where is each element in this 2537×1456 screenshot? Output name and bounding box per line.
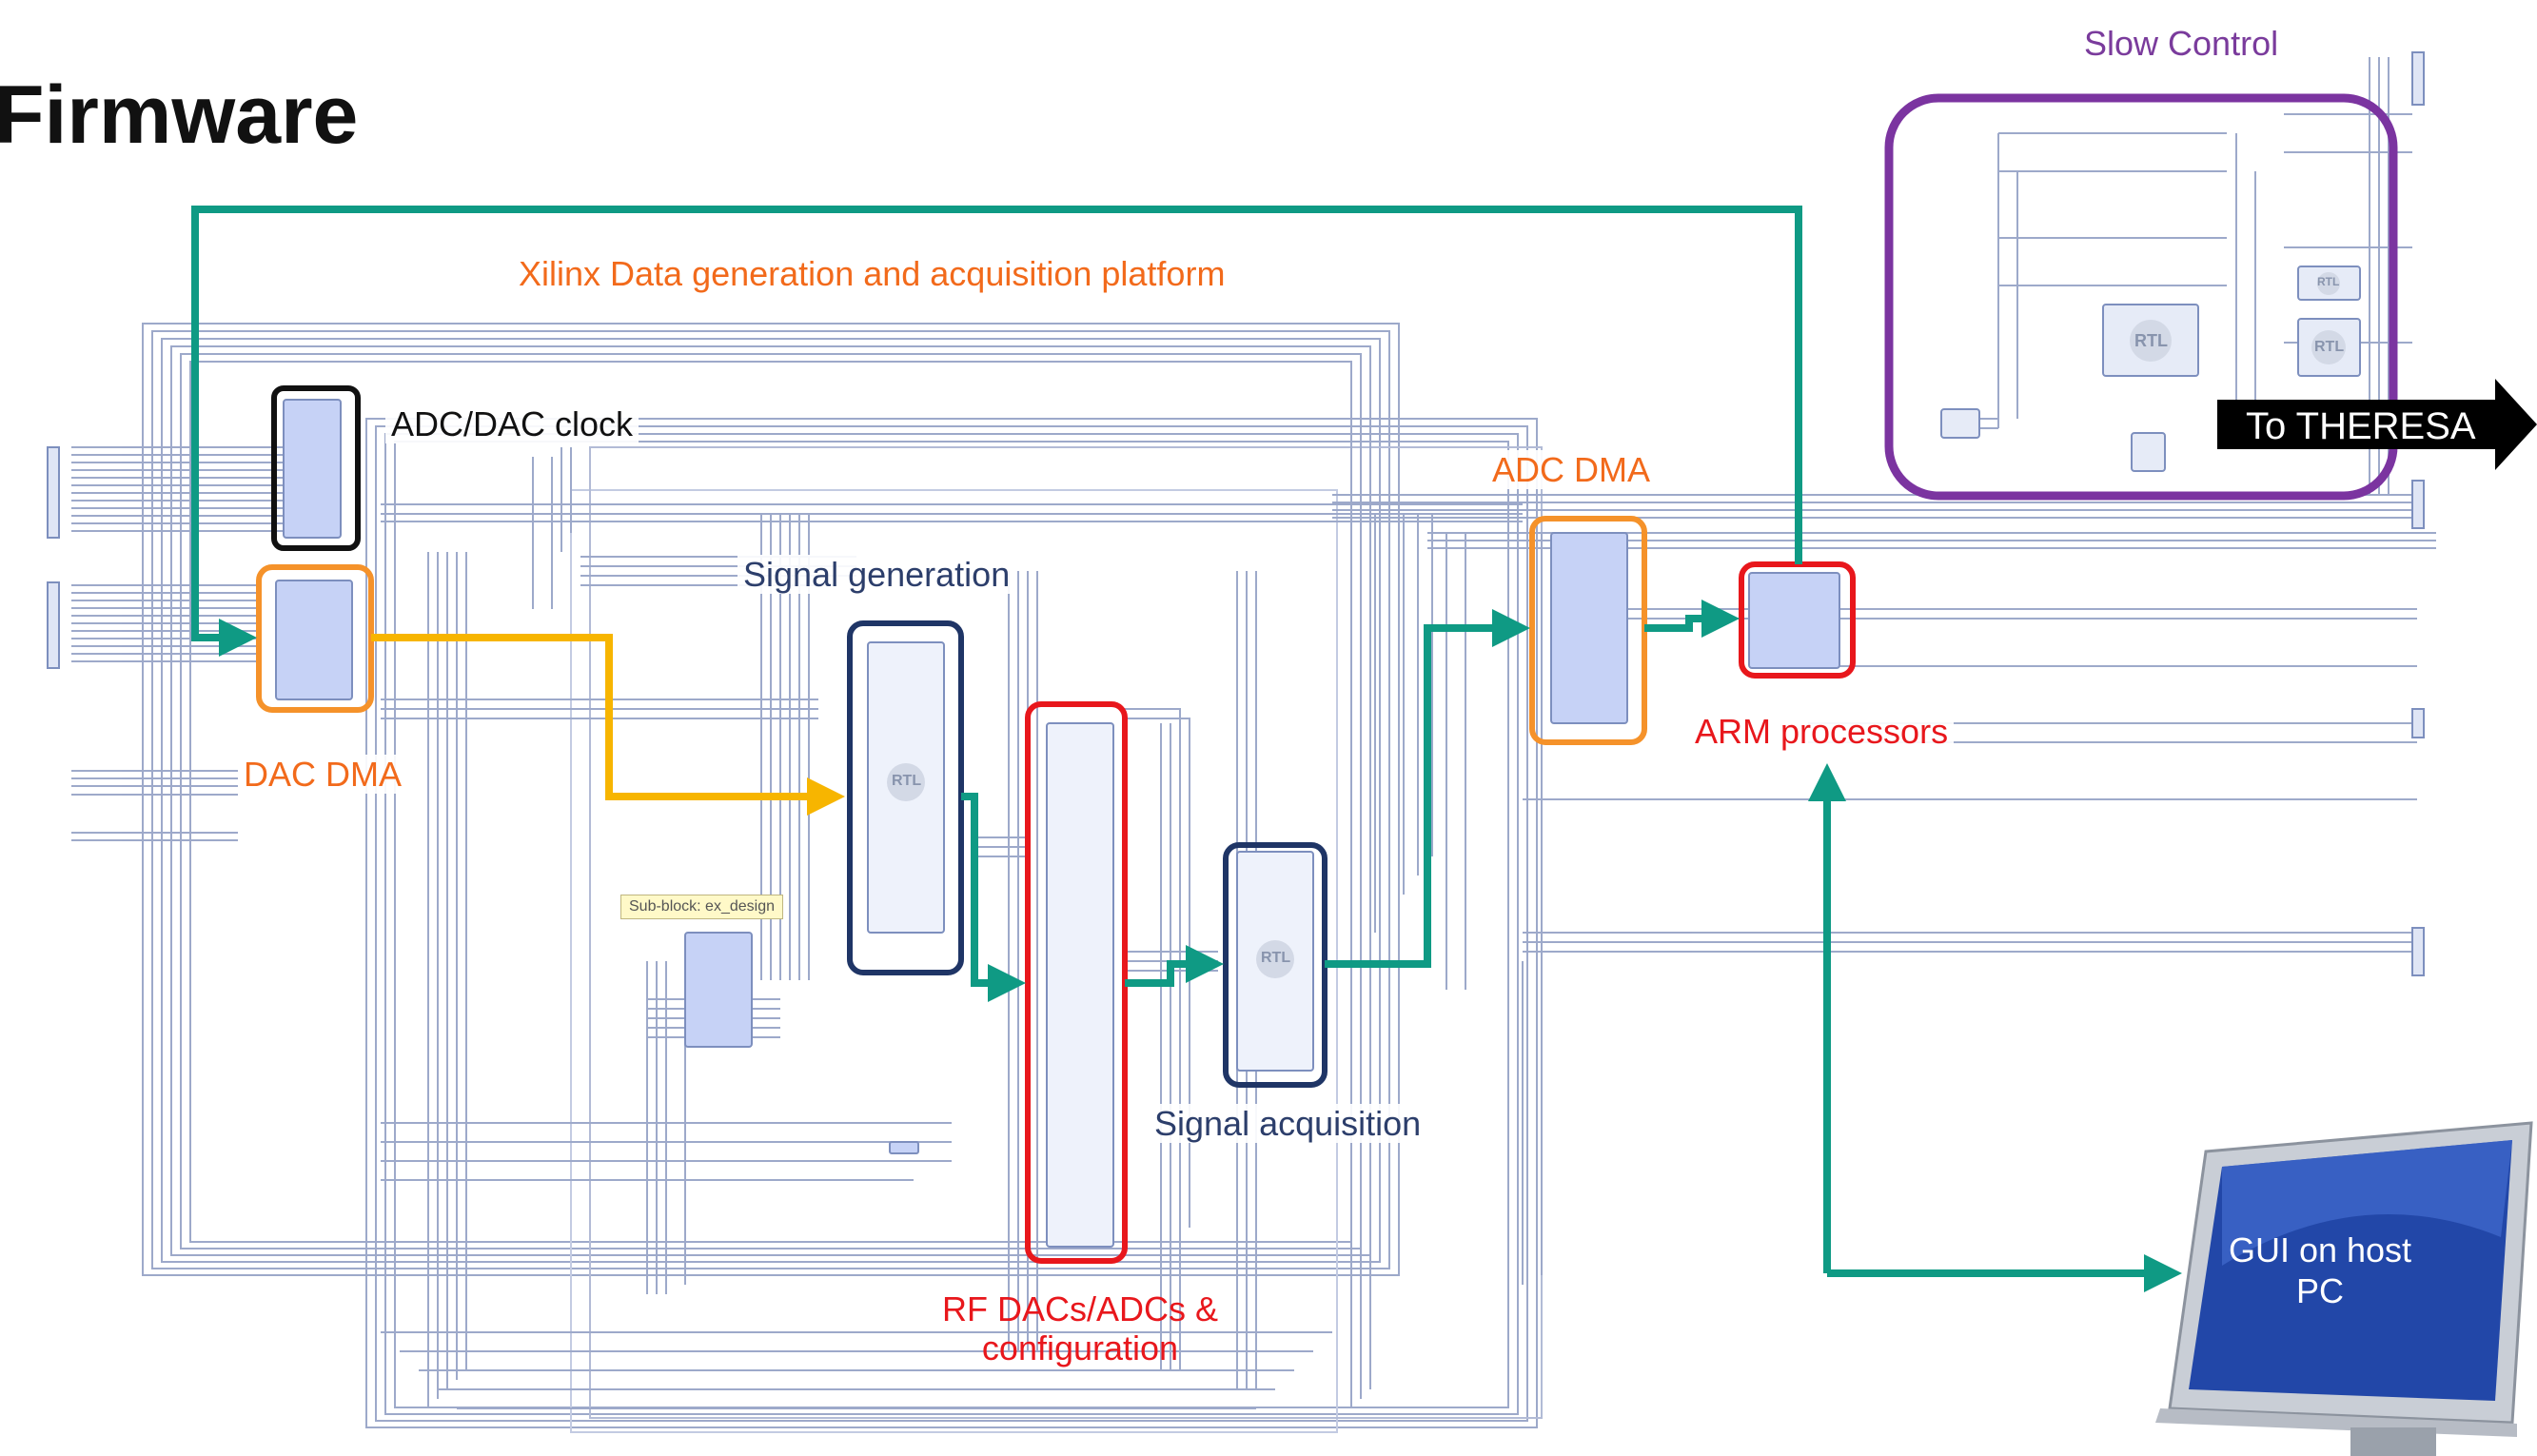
rf-dacs-adcs-label-line1: RF DACs/ADCs & [937,1289,1223,1328]
to-theresa-label: To THERESA [2227,402,2512,451]
slow-control-input-block[interactable] [1941,409,1979,438]
rtl-label-slow-control-1: RTL [2317,276,2339,289]
rtl-label-signal-generation: RTL [892,773,921,790]
dac-dma-to-signal-generation-arrow [371,638,837,797]
rf-data-converter-block[interactable] [1047,723,1113,1247]
signal-acquisition-to-adc-dma-arrow [1325,628,1523,964]
gui-host-pc-label: GUI on host PC [2206,1230,2434,1311]
rtl-label-signal-acquisition: RTL [1261,950,1290,967]
adc-dma-label: ADC DMA [1486,450,1656,489]
rf-dacs-adcs-label-line2: configuration [937,1328,1223,1367]
arm-processors-label: ARM processors [1689,712,1954,751]
slow-control-small-block[interactable] [2132,433,2165,471]
page-title: Firmware [0,69,358,163]
sub-block-tooltip: Sub-block: ex_design [620,895,783,919]
slow-control-label: Slow Control [2084,24,2278,63]
platform-label: Xilinx Data generation and acquisition p… [519,254,1225,293]
rf-to-signal-acquisition-arrow [1125,964,1216,983]
gui-host-pc-line1: GUI on host [2206,1230,2434,1270]
adc-dma-block[interactable] [1551,533,1627,723]
signal-acquisition-label: Signal acquisition [1149,1104,1426,1143]
dac-dma-label: DAC DMA [238,755,407,794]
schematic-wires [71,57,2436,1432]
adc-dma-to-arm-arrow [1644,619,1732,628]
arm-processor-block[interactable] [1749,573,1839,668]
rtl-label-slow-control-main: RTL [2134,331,2168,351]
adc-dac-clock-label: ADC/DAC clock [385,404,639,443]
clock-block[interactable] [284,400,341,538]
dac-dma-block[interactable] [276,580,352,699]
rtl-label-slow-control-2: RTL [2314,339,2344,356]
small-util-block [890,1142,918,1153]
signal-generation-label: Signal generation [738,555,1015,594]
rf-dacs-adcs-label: RF DACs/ADCs & configuration [937,1289,1223,1368]
ex-design-block[interactable] [685,933,752,1047]
gui-host-pc-line2: PC [2206,1270,2434,1311]
